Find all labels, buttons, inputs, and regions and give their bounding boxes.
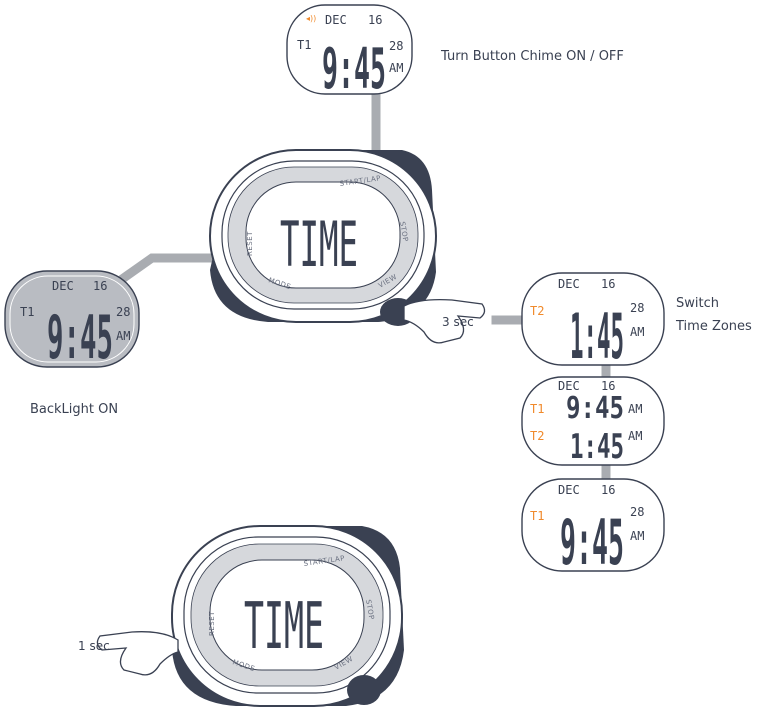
lcd-zone: T1	[297, 38, 311, 52]
lcd-day: 16	[368, 13, 382, 27]
lcd-frame	[286, 4, 413, 95]
lcd-day: 16	[601, 277, 615, 291]
lcd-frame	[521, 272, 665, 366]
lcd-inner-glow	[9, 275, 135, 363]
lcd-screen-t1: DEC 16 T1 9:45 28 AM	[521, 478, 665, 579]
lcd-seconds: 28	[389, 39, 403, 53]
lcd-time: 1:45	[570, 300, 624, 373]
finger-3sec-icon	[403, 298, 486, 344]
lcd-ampm: AM	[389, 61, 403, 75]
lcd-time-t1: 9:45	[566, 391, 624, 426]
lcd-ampm: AM	[630, 529, 644, 543]
lcd-date: DEC	[558, 277, 580, 291]
lcd-ampm-t2: AM	[628, 429, 642, 443]
lcd-frame-lit	[4, 270, 140, 368]
lcd-screen-backlight: DEC 16 T1 9:45 28 AM	[4, 270, 140, 373]
lcd-zone-t1: T1	[530, 509, 544, 523]
watch-bottom: TIME START/LAP STOP VIEW MODE RESET	[171, 525, 404, 707]
lcd-zone-t1: T1	[530, 402, 544, 416]
lcd-day: 16	[93, 279, 107, 293]
lcd-frame	[521, 376, 665, 466]
connector-lines	[111, 87, 611, 485]
connector-backlight	[111, 253, 219, 289]
lcd-time: 9:45	[47, 303, 113, 373]
lcd-date: DEC	[52, 279, 74, 293]
lcd-seconds: 28	[116, 305, 130, 319]
label-reset: RESET	[208, 611, 216, 636]
label-reset: RESET	[246, 231, 254, 256]
lcd-ampm: AM	[116, 329, 130, 343]
finger-1sec-icon	[96, 631, 179, 676]
caption-chime: Turn Button Chime ON / OFF	[440, 49, 624, 64]
watch-view-button[interactable]	[347, 675, 381, 705]
caption-backlight: BackLight ON	[30, 402, 118, 417]
lcd-time: 9:45	[560, 506, 624, 579]
caption-3sec: 3 sec	[442, 315, 474, 329]
lcd-day: 16	[601, 379, 615, 393]
finger-hand	[403, 298, 486, 344]
lcd-zone-t2: T2	[530, 429, 544, 443]
watch-main: TIME START/LAP STOP VIEW MODE RESET	[209, 149, 437, 326]
lcd-time-t2: 1:45	[570, 427, 624, 467]
lcd-ampm-t1: AM	[628, 402, 642, 416]
lcd-screen-dual: DEC 16 T1 9:45 AM T2 1:45 AM	[521, 376, 665, 467]
lcd-zone-t2: T2	[530, 304, 544, 318]
finger-hand	[96, 631, 179, 676]
lcd-date: DEC	[558, 379, 580, 393]
lcd-day: 16	[601, 483, 615, 497]
lcd-seconds: 28	[630, 505, 644, 519]
lcd-time: 9:45	[322, 37, 386, 102]
caption-switch-line1: Switch	[676, 296, 719, 311]
lcd-screen-chime: ◂)) DEC 16 T1 9:45 28 AM	[286, 4, 413, 102]
label-stop: STOP	[398, 221, 409, 243]
watch-lcd	[245, 181, 401, 289]
lcd-ampm: AM	[630, 325, 644, 339]
lcd-frame	[521, 478, 665, 572]
label-stop: STOP	[364, 599, 375, 621]
lcd-zone: T1	[20, 305, 34, 319]
caption-1sec: 1 sec	[78, 639, 110, 653]
lcd-seconds: 28	[630, 301, 644, 315]
lcd-date: DEC	[325, 13, 347, 27]
lcd-date: DEC	[558, 483, 580, 497]
watch-main-text: TIME	[280, 208, 358, 281]
caption-switch-line2: Time Zones	[675, 319, 752, 334]
watch-lcd	[209, 559, 365, 671]
lcd-screen-t2: DEC 16 T2 1:45 28 AM	[521, 272, 665, 373]
chime-speaker-icon: ◂))	[306, 14, 316, 23]
watch-main-text: TIME	[244, 590, 324, 664]
